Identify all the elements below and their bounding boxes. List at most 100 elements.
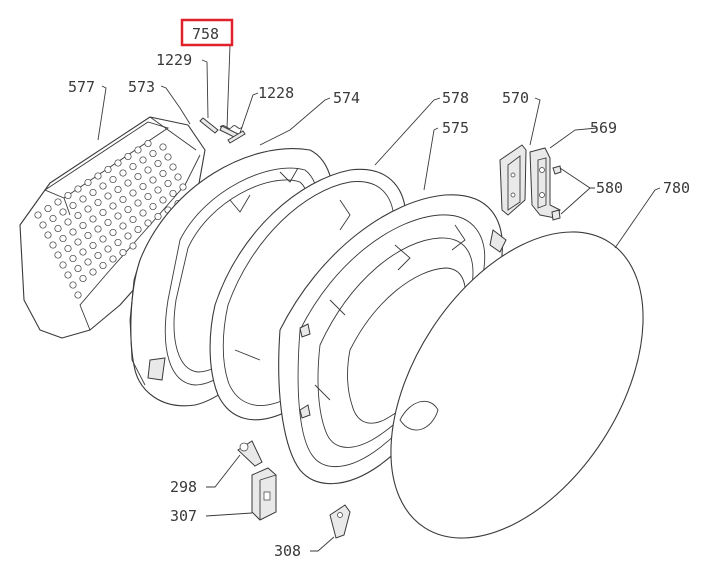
filter-hole (89, 268, 97, 276)
filter-hole (154, 159, 162, 168)
filter-hole (64, 191, 72, 200)
filter-hole (44, 204, 52, 213)
highlight-box-758 (180, 18, 234, 47)
label-780[interactable]: 780 (663, 179, 690, 197)
filter-hole (34, 211, 42, 219)
filter-hole (89, 241, 97, 250)
label-298[interactable]: 298 (170, 478, 197, 496)
label-577[interactable]: 577 (68, 78, 95, 96)
filter-hole (144, 139, 152, 148)
pin-1229[interactable] (199, 117, 219, 134)
filter-hole (164, 179, 172, 188)
label-758[interactable]: 758 (192, 25, 219, 43)
filter-hole (149, 176, 157, 184)
filter-hole (124, 179, 132, 187)
pin-298[interactable] (237, 440, 263, 467)
filter-hole (119, 169, 127, 177)
filter-hole (129, 189, 137, 197)
filter-hole (109, 228, 117, 237)
filter-hole (69, 281, 77, 289)
filter-hole (94, 172, 102, 180)
filter-hole (49, 214, 57, 223)
filter-hole (159, 143, 167, 151)
filter-hole (74, 238, 82, 246)
label-578[interactable]: 578 (442, 89, 469, 107)
filter-hole (139, 182, 147, 191)
filter-hole (99, 235, 107, 243)
filter-hole (54, 224, 62, 233)
filter-hole (154, 212, 162, 221)
inner-door-575[interactable] (278, 194, 507, 485)
filter-hole (59, 261, 67, 269)
part-labels: 758 1229 1228 577 573 574 578 570 575 56… (68, 18, 690, 560)
latch-housing-307[interactable] (251, 467, 277, 521)
filter-hole (104, 165, 112, 174)
filter-hole (179, 183, 187, 191)
label-574[interactable]: 574 (333, 89, 360, 107)
filter-hole (64, 271, 72, 279)
door-glass-780[interactable] (339, 187, 695, 573)
hinge-569[interactable] (529, 147, 561, 219)
filter-hole (114, 238, 122, 247)
leader-lines (97, 44, 661, 552)
filter-hole (84, 258, 92, 266)
label-575[interactable]: 575 (442, 119, 469, 137)
label-1228[interactable]: 1228 (258, 84, 294, 102)
filter-hole (119, 195, 127, 204)
filter-hole (69, 254, 77, 263)
filter-hole (129, 162, 137, 171)
catch-308[interactable] (329, 504, 351, 539)
filter-hole (134, 199, 142, 207)
label-307[interactable]: 307 (170, 507, 197, 525)
filter-hole (129, 215, 137, 224)
filter-hole (104, 218, 112, 227)
filter-hole (144, 219, 152, 227)
screws-580[interactable] (551, 165, 562, 221)
filter-hole (134, 225, 142, 234)
filter-hole (114, 212, 122, 220)
filter-hole (94, 251, 102, 260)
filter-hole (129, 242, 137, 250)
filter-hole (109, 202, 117, 210)
label-1229[interactable]: 1229 (156, 51, 192, 69)
filter-hole (74, 264, 82, 273)
filter-hole (69, 201, 77, 210)
filter-hole (84, 205, 92, 213)
filter-hole (99, 208, 107, 217)
filter-hole (84, 178, 92, 187)
filter-hole (69, 228, 77, 236)
filter-panel-577[interactable] (19, 116, 206, 339)
label-580[interactable]: 580 (596, 179, 623, 197)
filter-hole (169, 189, 177, 198)
filter-hole (149, 149, 157, 158)
filter-hole (79, 274, 87, 283)
hinge-plate-570[interactable] (499, 144, 527, 216)
filter-hole (164, 153, 172, 161)
label-570[interactable]: 570 (502, 89, 529, 107)
filter-hole (114, 185, 122, 194)
filter-hole (99, 182, 107, 190)
filter-hole (79, 221, 87, 230)
filter-hole (149, 202, 157, 211)
filter-hole (94, 225, 102, 233)
filter-hole (79, 195, 87, 203)
filter-hole (49, 241, 57, 249)
filter-hole (174, 173, 182, 181)
filter-hole (74, 291, 82, 299)
filter-hole (109, 175, 117, 184)
label-569[interactable]: 569 (590, 119, 617, 137)
filter-hole (104, 245, 112, 253)
filter-hole (134, 172, 142, 181)
filter-hole (154, 186, 162, 194)
label-573[interactable]: 573 (128, 78, 155, 96)
filter-hole (144, 166, 152, 174)
filter-holes (34, 139, 187, 299)
label-308[interactable]: 308 (274, 542, 301, 560)
filter-hole (64, 244, 72, 253)
filter-hole (74, 185, 82, 193)
filter-hole (54, 198, 62, 206)
pin-1228[interactable] (227, 130, 246, 144)
filter-hole (64, 218, 72, 226)
filter-hole (139, 209, 147, 217)
